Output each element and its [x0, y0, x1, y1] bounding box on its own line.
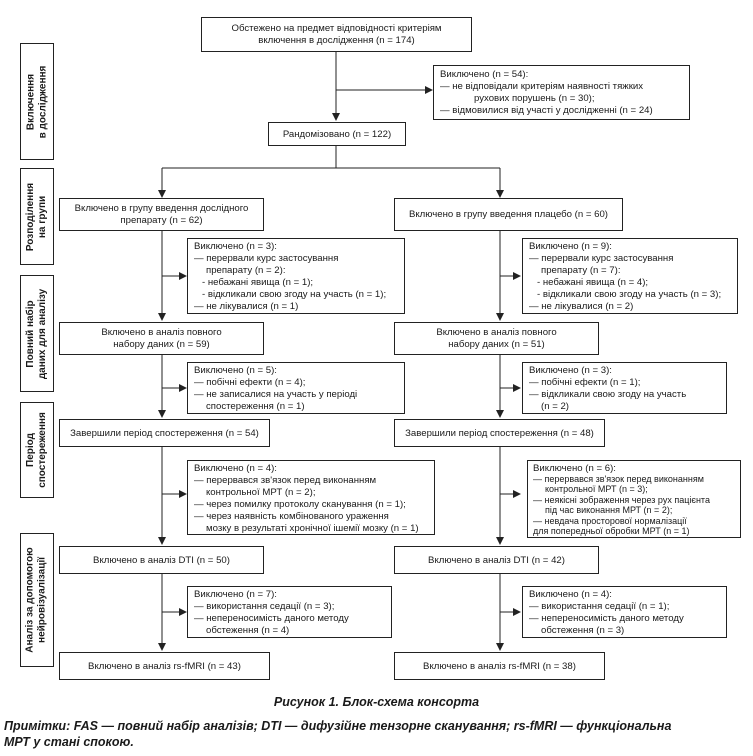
- screened-box: Обстежено на предмет відповідності крите…: [201, 17, 472, 52]
- phase-enrollment-label: Включення в дослідження: [25, 65, 49, 138]
- right-allocation-label: Включено в групу введення плацебо (n = 6…: [408, 209, 609, 220]
- left-excl1-line: препарату (n = 2):: [206, 265, 286, 276]
- right-excl3-line: контрольної МРТ (n = 3);: [545, 484, 648, 494]
- left-rsfmri-box: Включено в аналіз rs-fMRI (n = 43): [59, 652, 270, 680]
- left-completed-label: Завершили період спостереження (n = 54): [70, 428, 259, 439]
- right-excl4-line: — непереносимість даного методу: [529, 613, 684, 624]
- left-excluded-fas-box: Виключено (n = 5): — побічні ефекти (n =…: [187, 362, 405, 414]
- right-rsfmri-label: Включено в аналіз rs-fMRI (n = 38): [423, 661, 576, 672]
- left-excl4-line: обстеження (n = 4): [206, 625, 290, 636]
- figure-caption: Рисунок 1. Блок-схема консорта: [273, 695, 480, 709]
- left-excluded-allocation-box: Виключено (n = 3): — перервали курс заст…: [187, 238, 405, 314]
- left-excl4-line: — непереносимість даного методу: [194, 613, 349, 624]
- phase-allocation-label: Розподілення на групи: [25, 182, 48, 251]
- left-excl4-line: Виключено (n = 7):: [194, 589, 277, 600]
- randomized-box: Рандомізовано (n = 122): [268, 122, 406, 146]
- left-excl2-line: — побічні ефекти (n = 4);: [194, 377, 306, 388]
- screened-line-1: Обстежено на предмет відповідності крите…: [231, 23, 442, 34]
- right-dti-label: Включено в аналіз DTI (n = 42): [428, 555, 565, 566]
- right-excluded-dti-box: Виключено (n = 4): — використання седаці…: [522, 586, 727, 638]
- left-allocation-box: Включено в групу введення дослідного пре…: [59, 198, 264, 231]
- left-fas-line-2: набору даних (n = 59): [113, 339, 210, 350]
- left-excl3-line: мозку в результаті хронічної ішемії мозк…: [206, 523, 419, 534]
- phase-neuroimaging-label: Аналіз за допомогою нейровізуалізації: [25, 547, 49, 653]
- phase-follow-up-label: Період спостереження: [25, 412, 49, 488]
- figure-note-line-1: Примітки: FAS — повний набір аналізів; D…: [4, 719, 672, 733]
- right-fas-line-1: Включено в аналіз повного: [436, 327, 557, 338]
- right-completed-box: Завершили період спостереження (n = 48): [394, 419, 605, 447]
- right-excl1-line: - відкликали свою згоду на участь (n = 3…: [537, 289, 722, 300]
- right-fas-box: Включено в аналіз повного набору даних (…: [394, 322, 599, 355]
- right-excl1-line: Виключено (n = 9):: [529, 241, 612, 252]
- left-excl1-line: Виключено (n = 3):: [194, 241, 277, 252]
- left-excl2-line: — не записалися на участь у періоді: [194, 389, 358, 400]
- left-excl2-line: Виключено (n = 5):: [194, 365, 277, 376]
- phase-neuroimaging: Аналіз за допомогою нейровізуалізації: [20, 533, 54, 667]
- right-completed-label: Завершили період спостереження (n = 48): [405, 428, 594, 439]
- right-excl3-line: для попередньої обробки МРТ (n = 1): [533, 526, 690, 536]
- left-completed-box: Завершили період спостереження (n = 54): [59, 419, 270, 447]
- right-excl2-line: — побічні ефекти (n = 1);: [529, 377, 641, 388]
- left-excl4-line: — використання седації (n = 3);: [194, 601, 335, 612]
- right-dti-box: Включено в аналіз DTI (n = 42): [394, 546, 599, 574]
- right-excl3-line: — перервався зв'язок перед виконанням: [533, 473, 704, 484]
- right-excl1-line: — не лікувалися (n = 2): [529, 301, 634, 312]
- right-excl3-line: Виключено (n = 6):: [533, 463, 616, 474]
- enrollment-excluded-line-1: Виключено (n = 54):: [440, 69, 529, 80]
- right-excl3-line: під час виконання МРТ (n = 2);: [545, 505, 673, 515]
- right-excl4-line: — використання седації (n = 1);: [529, 601, 670, 612]
- right-excluded-followup-box: Виключено (n = 6): — перервався зв'язок …: [527, 460, 741, 538]
- right-excl4-line: обстеження (n = 3): [541, 625, 625, 636]
- left-dti-box: Включено в аналіз DTI (n = 50): [59, 546, 264, 574]
- left-excl1-line: - небажані явища (n = 1);: [202, 277, 314, 288]
- phase-follow-up: Період спостереження: [20, 402, 54, 498]
- left-excl2-line: спостереження (n = 1): [206, 401, 305, 412]
- phase-enrollment: Включення в дослідження: [20, 43, 54, 160]
- right-excl1-line: — перервали курс застосування: [529, 253, 674, 264]
- left-allocation-line-1: Включено в групу введення дослідного: [74, 203, 249, 214]
- left-excl1-line: — не лікувалися (n = 1): [194, 301, 299, 312]
- enrollment-excluded-line-2: — не відповідали критеріям наявності тяж…: [440, 81, 644, 92]
- figure-note-line-2: МРТ у стані спокою.: [4, 735, 134, 749]
- left-excl3-line: Виключено (n = 4):: [194, 463, 277, 474]
- left-allocation-line-2: препарату (n = 62): [120, 215, 203, 226]
- right-excluded-fas-box: Виключено (n = 3): — побічні ефекти (n =…: [522, 362, 727, 414]
- right-allocation-box: Включено в групу введення плацебо (n = 6…: [394, 198, 623, 231]
- right-excl1-line: препарату (n = 7):: [541, 265, 621, 276]
- left-excl3-line: — перервався зв'язок перед виконанням: [194, 475, 377, 486]
- left-excl3-line: — через помилку протоколу сканування (n …: [194, 499, 406, 510]
- left-excluded-dti-box: Виключено (n = 7): — використання седаці…: [187, 586, 392, 638]
- left-rsfmri-label: Включено в аналіз rs-fMRI (n = 43): [88, 661, 241, 672]
- right-excl3-line: — невдача просторової нормалізації: [533, 515, 687, 526]
- right-excl1-line: - небажані явища (n = 4);: [537, 277, 649, 288]
- right-excl2-line: (n = 2): [541, 401, 569, 412]
- left-excluded-followup-box: Виключено (n = 4): — перервався зв'язок …: [187, 460, 435, 535]
- phase-full-analysis-set-label: Повний набір даних для аналізу: [25, 288, 49, 379]
- randomized-label: Рандомізовано (n = 122): [282, 129, 392, 140]
- right-rsfmri-box: Включено в аналіз rs-fMRI (n = 38): [394, 652, 605, 680]
- left-excl3-line: — через наявність комбінованого ураження: [194, 511, 389, 522]
- left-excl3-line: контрольної МРТ (n = 2);: [206, 487, 316, 498]
- right-fas-line-2: набору даних (n = 51): [448, 339, 545, 350]
- phase-full-analysis-set: Повний набір даних для аналізу: [20, 275, 54, 392]
- right-excl2-line: — відкликали свою згоду на участь: [529, 389, 687, 400]
- enrollment-excluded-line-3: рухових порушень (n = 30);: [474, 93, 595, 104]
- enrollment-excluded-box: Виключено (n = 54): — не відповідали кри…: [433, 65, 690, 120]
- left-fas-box: Включено в аналіз повного набору даних (…: [59, 322, 264, 355]
- left-dti-label: Включено в аналіз DTI (n = 50): [93, 555, 230, 566]
- right-excluded-allocation-box: Виключено (n = 9): — перервали курс заст…: [522, 238, 738, 314]
- left-fas-line-1: Включено в аналіз повного: [101, 327, 222, 338]
- screened-line-2: включення в дослідження (n = 174): [258, 35, 415, 46]
- left-excl1-line: — перервали курс застосування: [194, 253, 339, 264]
- right-excl3-line: — неякісні зображення через рух пацієнта: [533, 494, 710, 505]
- enrollment-excluded-line-4: — відмовилися від участі у дослідженні (…: [440, 105, 653, 116]
- right-excl4-line: Виключено (n = 4):: [529, 589, 612, 600]
- left-excl1-line: - відкликали свою згоду на участь (n = 1…: [202, 289, 387, 300]
- phase-allocation: Розподілення на групи: [20, 168, 54, 265]
- right-excl2-line: Виключено (n = 3):: [529, 365, 612, 376]
